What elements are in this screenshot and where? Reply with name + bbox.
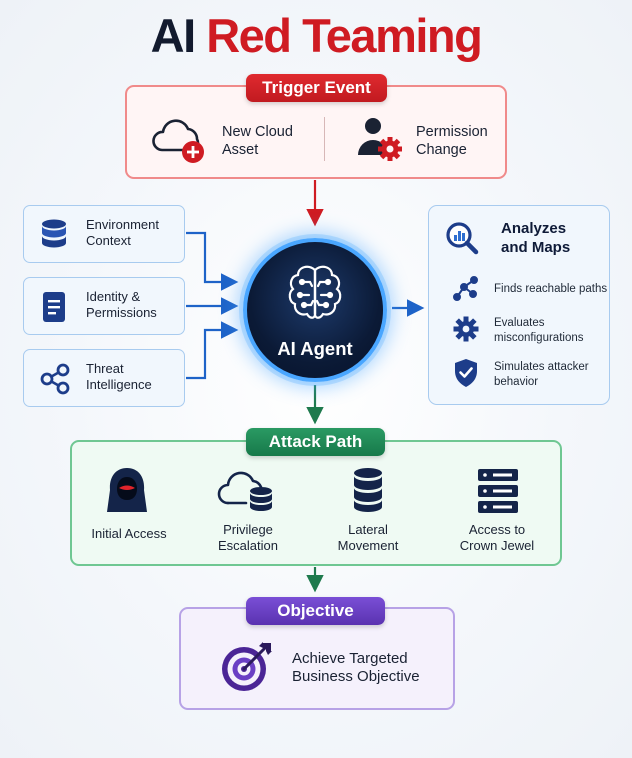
input-3-line1: Threat bbox=[86, 361, 124, 376]
input-2-line1: Identity & bbox=[86, 289, 141, 304]
title-red-teaming: Red Teaming bbox=[206, 9, 483, 62]
objective-line2: Business Objective bbox=[292, 668, 420, 685]
analysis-item-1-line1: Finds reachable paths bbox=[494, 283, 608, 295]
input-2-line2: Permissions bbox=[86, 305, 157, 320]
input-1-line2: Context bbox=[86, 233, 131, 248]
analysis-item-2-line1: Evaluates bbox=[494, 317, 545, 329]
objective-pill: Objective bbox=[246, 597, 385, 625]
server-rack-icon bbox=[476, 468, 520, 519]
analysis-item-3-line1: Simulates attacker bbox=[494, 361, 589, 373]
trigger-icon-user-gear bbox=[355, 115, 405, 170]
shield-check-icon bbox=[453, 358, 479, 393]
cloud-plus-icon bbox=[152, 119, 204, 163]
input-threat-intelligence: Threat Intelligence bbox=[23, 349, 185, 407]
input-identity-permissions: Identity & Permissions bbox=[23, 277, 185, 335]
magnifier-chart-icon bbox=[444, 220, 480, 261]
input-environment-context: Environment Context bbox=[23, 205, 185, 263]
attack-path-pill: Attack Path bbox=[246, 428, 385, 456]
trigger-item-2-line1: Permission bbox=[416, 124, 488, 140]
target-arrow-icon bbox=[219, 639, 275, 700]
analysis-heading-line2: and Maps bbox=[501, 239, 571, 256]
analysis-item-2-line2: misconfigurations bbox=[494, 332, 584, 344]
trigger-item-1-line2: Asset bbox=[222, 142, 259, 158]
network-nodes-icon bbox=[452, 274, 480, 307]
analysis-heading-line1: Analyzes bbox=[501, 220, 567, 237]
ai-agent-label: AI Agent bbox=[277, 338, 353, 359]
trigger-item-2-line2: Change bbox=[416, 142, 467, 158]
attack-step-3-line2: Movement bbox=[337, 538, 399, 553]
page-title: AI Red Teaming bbox=[0, 6, 632, 66]
analyzes-and-maps-panel: Analyzes and Maps Finds reachable paths … bbox=[428, 205, 610, 405]
user-gear-icon bbox=[358, 118, 402, 161]
input-1-line1: Environment bbox=[86, 217, 159, 232]
analysis-item-3-line2: behavior bbox=[494, 376, 539, 388]
attack-step-3-line1: Lateral bbox=[348, 522, 388, 537]
attack-step-4-line2: Crown Jewel bbox=[459, 538, 535, 553]
database-icon bbox=[352, 467, 384, 518]
trigger-divider bbox=[324, 117, 325, 161]
attack-step-2-line2: Escalation bbox=[218, 538, 278, 553]
attack-path-box: Initial Access Privilege Escalation Late… bbox=[70, 440, 562, 566]
share-icon bbox=[39, 363, 71, 400]
trigger-event-box: New Cloud Asset Permissio bbox=[125, 85, 507, 179]
title-ai: AI bbox=[150, 9, 197, 62]
brain-circuit-icon bbox=[286, 264, 344, 331]
input-arrows bbox=[186, 231, 425, 380]
document-icon bbox=[41, 291, 67, 328]
ai-agent-node: AI Agent bbox=[243, 238, 387, 382]
attack-step-1-line1: Initial Access bbox=[91, 526, 167, 541]
objective-line1: Achieve Targeted bbox=[292, 650, 408, 667]
trigger-event-pill: Trigger Event bbox=[246, 74, 387, 102]
gear-icon bbox=[453, 316, 479, 347]
trigger-item-1-line1: New Cloud bbox=[222, 124, 293, 140]
attack-step-2-line1: Privilege bbox=[223, 522, 273, 537]
cloud-database-icon bbox=[216, 469, 278, 520]
attack-step-4-line1: Access to bbox=[468, 522, 526, 537]
hooded-hacker-icon bbox=[104, 466, 150, 519]
trigger-icon-cloud-plus bbox=[150, 118, 206, 169]
input-3-line2: Intelligence bbox=[86, 377, 152, 392]
database-icon bbox=[39, 219, 69, 256]
